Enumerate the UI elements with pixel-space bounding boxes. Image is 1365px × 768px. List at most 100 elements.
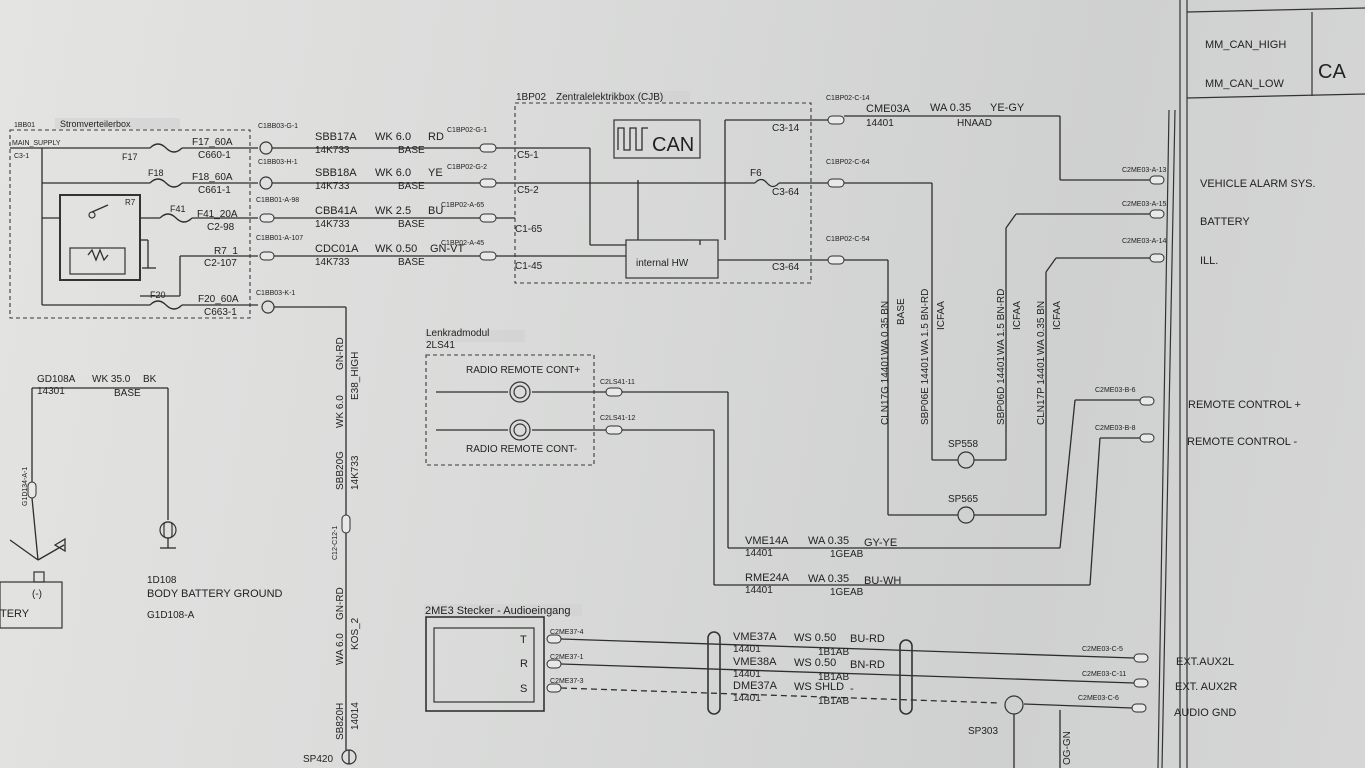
c2-98-label: C2-98 bbox=[207, 222, 235, 233]
wire-14401-a: 14401 bbox=[745, 548, 773, 559]
gd108a: GD108A bbox=[37, 374, 76, 385]
box-1bp02: 1BP02 Zentralelektrikbox (CJB) CAN inter… bbox=[441, 91, 828, 284]
sp558-label: SP558 bbox=[948, 439, 978, 450]
cjb-c1-65: C1-65 bbox=[515, 224, 543, 235]
wire-vme14a: VME14A bbox=[745, 535, 789, 547]
v1-a: WA 0.35 BN bbox=[880, 301, 891, 355]
v2-c: ICFAA bbox=[936, 301, 947, 330]
r7-label: R7 bbox=[125, 198, 136, 207]
wire-sbb17a: SBB17A bbox=[315, 131, 357, 143]
supply-wires: C1BB03-G-1 SBB17A WK 6.0 RD 14K733 BASE … bbox=[256, 123, 755, 314]
audio-c1: C2ME37-1 bbox=[550, 654, 584, 661]
wire-wa035a: WA 0.35 bbox=[808, 535, 849, 547]
v3-a: WA 1.5 BN-RD bbox=[996, 289, 1007, 355]
v4-a: WA 0.35 BN bbox=[1036, 301, 1047, 355]
cjb-g1-conn: C1BP02-G-1 bbox=[447, 127, 487, 134]
wire-14401-e: 14401 bbox=[733, 693, 761, 704]
wire-ws050b: WS 0.50 bbox=[794, 657, 836, 669]
wire-a107-conn: C1BB01-A-107 bbox=[256, 235, 303, 242]
wire-14k733c: 14K733 bbox=[315, 219, 350, 230]
lenkrad-id: 2LS41 bbox=[426, 340, 455, 351]
cjb-c5-2: C5-2 bbox=[517, 185, 539, 196]
n14301: 14301 bbox=[37, 386, 65, 397]
v4-b: CLN17P 14401 bbox=[1036, 356, 1047, 425]
box-audio: 2ME3 Stecker - Audioeingang T R S C2ME37… bbox=[424, 604, 1135, 768]
lv-14k733: 14K733 bbox=[350, 455, 361, 490]
wire-yegy: YE-GY bbox=[990, 102, 1025, 114]
wire-vme37a: VME37A bbox=[733, 631, 777, 643]
box-lenkrad: Lenkradmodul 2LS41 RADIO REMOTE CONT+ RA… bbox=[425, 328, 1140, 598]
v4-c: ICFAA bbox=[1052, 301, 1063, 330]
wire-k1-conn: C1BB03-K-1 bbox=[256, 290, 295, 297]
wire-gyye: GY-YE bbox=[864, 537, 897, 549]
c2-107-label: C2-107 bbox=[204, 258, 237, 269]
wk350: WK 35.0 bbox=[92, 374, 131, 385]
conn-c6-label: C2ME03-C-6 bbox=[1078, 695, 1119, 702]
can-label: CAN bbox=[652, 134, 694, 156]
wire-rd: RD bbox=[428, 131, 444, 143]
ca-label: CA bbox=[1318, 61, 1346, 83]
wire-1b1ab-b: 1B1AB bbox=[818, 672, 849, 683]
box-1bb01-id: 1BB01 bbox=[14, 122, 35, 129]
lv-14014: 14014 bbox=[350, 702, 361, 730]
cjb-c64-conn: C1BP02-C-64 bbox=[826, 159, 870, 166]
remote-plus-label: REMOTE CONTROL + bbox=[1188, 399, 1301, 411]
box-1bb01: 1BB01 Stromverteilerbox MAIN_SUPPLY C3-1 bbox=[9, 118, 258, 319]
conn-a13-label: C2ME03-A-13 bbox=[1122, 167, 1166, 174]
conn-b6-label: C2ME03-B-6 bbox=[1095, 387, 1136, 394]
cjb-a65-conn: C1BP02-A-65 bbox=[441, 202, 484, 209]
g1d134: G1D134-A-1 bbox=[22, 467, 29, 506]
wire-g1-conn: C1BB03-G-1 bbox=[258, 123, 298, 130]
internal-hw-label: internal HW bbox=[636, 258, 689, 269]
remote-minus-text: RADIO REMOTE CONT- bbox=[466, 444, 577, 455]
wire-buwh: BU-WH bbox=[864, 575, 901, 587]
f17-label: F17 bbox=[122, 152, 138, 162]
audio-t: T bbox=[520, 634, 527, 646]
cjb-c14-conn: C1BP02-C-14 bbox=[826, 95, 870, 102]
vehicle-alarm-label: VEHICLE ALARM SYS. bbox=[1200, 178, 1316, 190]
battery-label: BATTERY bbox=[1200, 216, 1250, 228]
right-panel: MM_CAN_HIGH MM_CAN_LOW CA VEHICLE ALARM … bbox=[1078, 0, 1365, 768]
cjb-c3-64b: C3-64 bbox=[772, 262, 800, 273]
wire-dme37a: DME37A bbox=[733, 680, 778, 692]
conn-a14-label: C2ME03-A-14 bbox=[1122, 238, 1166, 245]
body-battery-ground: BODY BATTERY GROUND bbox=[147, 588, 283, 600]
audio-c4: C2ME37-4 bbox=[550, 629, 584, 636]
wire-wk050: WK 0.50 bbox=[375, 243, 417, 255]
wire-wk60a: WK 6.0 bbox=[375, 131, 411, 143]
audio-s: S bbox=[520, 683, 527, 695]
wire-burd: BU-RD bbox=[850, 633, 885, 645]
cjb-c54-conn: C1BP02-C-54 bbox=[826, 236, 870, 243]
wire-1geab-b: 1GEAB bbox=[830, 587, 864, 598]
ext-aux2l-label: EXT.AUX2L bbox=[1176, 656, 1234, 668]
wire-1b1ab-a: 1B1AB bbox=[818, 647, 849, 658]
lenkrad-c12: C2LS41-12 bbox=[600, 415, 636, 422]
wire-bnrd: BN-RD bbox=[850, 659, 885, 671]
f41-rating-label: F41_20A bbox=[197, 209, 238, 220]
conn-b8-label: C2ME03-B-8 bbox=[1095, 425, 1136, 432]
wire-wa035b: WA 0.35 bbox=[808, 573, 849, 585]
lv-kos: KOS_2 bbox=[350, 617, 361, 650]
lenkrad-c11: C2LS41-11 bbox=[600, 379, 635, 386]
wire-base4: BASE bbox=[398, 257, 425, 268]
lv-c12: C12-C12-1 bbox=[332, 526, 339, 560]
right-connector-pins bbox=[1131, 175, 1165, 713]
cjb-output-wires: C1BP02-C-14 C1BP02-C-64 C1BP02-C-54 CME0… bbox=[826, 95, 1150, 524]
battery-minus: (-) bbox=[32, 589, 42, 600]
wire-ws050a: WS 0.50 bbox=[794, 632, 836, 644]
lv-gnrd: GN-RD bbox=[335, 337, 346, 370]
mm-can-high-label: MM_CAN_HIGH bbox=[1205, 39, 1286, 51]
wire-bu: BU bbox=[428, 205, 443, 217]
v1-b: CLN17G 14401 bbox=[880, 355, 891, 425]
cjb-c1-45: C1-45 bbox=[515, 261, 543, 272]
ill-label: ILL. bbox=[1200, 255, 1218, 267]
audio-title: 2ME3 Stecker - Audioeingang bbox=[425, 605, 571, 617]
f17-rating-label: F17_60A bbox=[192, 137, 233, 148]
wire-1b1ab-c: 1B1AB bbox=[818, 696, 849, 707]
conn-c5-label: C2ME03-C-5 bbox=[1082, 646, 1123, 653]
audio-gnd-label: AUDIO GND bbox=[1174, 707, 1236, 719]
wire-h1-conn: C1BB03-H-1 bbox=[258, 159, 298, 166]
left-vertical-wire: GN-RD WK 6.0 E38_HIGH SBB20G 14K733 C12-… bbox=[303, 307, 361, 765]
lenkrad-title: Lenkradmodul bbox=[426, 328, 489, 339]
